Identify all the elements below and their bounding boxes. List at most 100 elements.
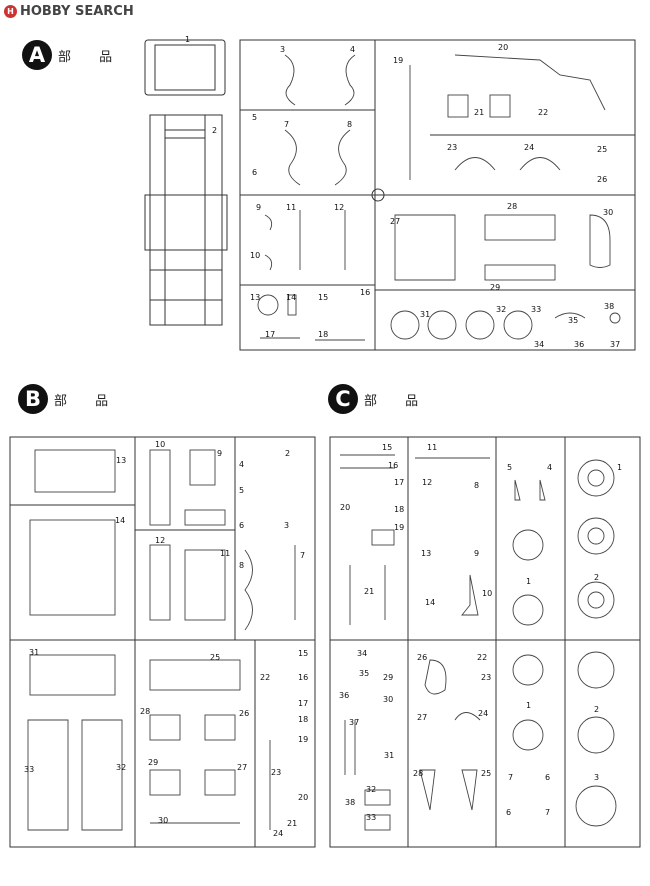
part-number: 20 — [340, 503, 350, 512]
part-number: 12 — [422, 478, 432, 487]
part-number: 24 — [478, 709, 488, 718]
sprue-a: 1 2 3 4 5 6 7 8 9 10 11 12 13 14 15 16 1… — [144, 35, 636, 351]
part-number: 7 — [284, 120, 289, 129]
sprue-b: 13 14 10 9 12 11 2 4 5 6 3 8 7 31 25 28 … — [9, 436, 316, 848]
part-number: 32 — [366, 785, 376, 794]
part-number: 20 — [298, 793, 308, 802]
part-number: 38 — [345, 798, 355, 807]
part-number: 36 — [574, 340, 584, 349]
part-number: 16 — [388, 461, 398, 470]
part-number: 29 — [148, 758, 158, 767]
part-number: 15 — [298, 649, 308, 658]
part-number: 25 — [597, 145, 607, 154]
part-number: 31 — [29, 648, 39, 657]
part-number: 8 — [239, 561, 244, 570]
part-number: 12 — [155, 536, 165, 545]
sprue-c: 15 16 17 18 19 20 21 11 12 8 13 9 14 10 … — [329, 436, 641, 848]
part-number: 17 — [394, 478, 404, 487]
part-number: 24 — [524, 143, 534, 152]
part-number: 5 — [239, 486, 244, 495]
part-number: 28 — [140, 707, 150, 716]
part-number: 8 — [474, 481, 479, 490]
part-number: 23 — [447, 143, 457, 152]
part-number: 30 — [603, 208, 613, 217]
part-number: 18 — [298, 715, 308, 724]
part-number: 10 — [482, 589, 492, 598]
part-number: 17 — [265, 330, 275, 339]
part-number: 9 — [217, 449, 222, 458]
part-number: 7 — [300, 551, 305, 560]
part-number: 1 — [526, 701, 531, 710]
part-number: 36 — [339, 691, 349, 700]
part-number: 29 — [383, 673, 393, 682]
part-number: 27 — [417, 713, 427, 722]
part-number: 32 — [116, 763, 126, 772]
part-number: 24 — [273, 829, 283, 838]
part-number: 30 — [383, 695, 393, 704]
part-number: 33 — [24, 765, 34, 774]
section-b-badge: B — [18, 384, 48, 414]
part-number: 3 — [284, 521, 289, 530]
part-number: 4 — [547, 463, 552, 472]
part-number: 2 — [285, 449, 290, 458]
part-number: 21 — [474, 108, 484, 117]
part-number: 2 — [594, 705, 599, 714]
part-number: 28 — [413, 769, 423, 778]
part-number: 4 — [350, 45, 355, 54]
part-number: 6 — [239, 521, 244, 530]
part-number: 37 — [610, 340, 620, 349]
section-c-badge: C — [328, 384, 358, 414]
part-number: 11 — [286, 203, 296, 212]
part-number: 25 — [481, 769, 491, 778]
part-number: 3 — [280, 45, 285, 54]
part-number: 27 — [237, 763, 247, 772]
part-number: 5 — [252, 113, 257, 122]
a-part-cab-floor — [144, 39, 226, 96]
part-number: 4 — [239, 460, 244, 469]
part-number: 31 — [420, 310, 430, 319]
watermark-text: HOBBY SEARCH — [20, 4, 134, 19]
part-number: 23 — [481, 673, 491, 682]
part-number: 13 — [421, 549, 431, 558]
part-number: 7 — [545, 808, 550, 817]
part-number: 22 — [477, 653, 487, 662]
section-a-header: A 部 品 — [22, 40, 124, 70]
part-number: 8 — [347, 120, 352, 129]
a-part-chassis-frame — [149, 114, 223, 326]
part-number: 6 — [252, 168, 257, 177]
part-number: 18 — [394, 505, 404, 514]
part-number: 19 — [298, 735, 308, 744]
part-number: 34 — [534, 340, 544, 349]
section-a-badge: A — [22, 40, 52, 70]
section-b-label: 部 品 — [54, 393, 121, 409]
watermark-logo: H HOBBY SEARCH — [4, 4, 134, 19]
part-number: 11 — [220, 549, 230, 558]
part-number: 35 — [359, 669, 369, 678]
part-number: 15 — [382, 443, 392, 452]
part-number: 1 — [617, 463, 622, 472]
part-number: 26 — [597, 175, 607, 184]
part-number: 1 — [185, 35, 190, 44]
section-b-header: B 部 品 — [18, 384, 120, 414]
part-number: 27 — [390, 217, 400, 226]
part-number: 15 — [318, 293, 328, 302]
part-number: 16 — [360, 288, 370, 297]
part-number: 20 — [498, 43, 508, 52]
a-part-cab-floor-inner — [154, 44, 216, 91]
part-number: 7 — [508, 773, 513, 782]
part-number: 14 — [425, 598, 435, 607]
part-number: 23 — [271, 768, 281, 777]
part-number: 26 — [239, 709, 249, 718]
part-number: 22 — [260, 673, 270, 682]
part-number: 22 — [538, 108, 548, 117]
part-number: 2 — [594, 573, 599, 582]
part-number: 28 — [507, 202, 517, 211]
part-number: 2 — [212, 126, 217, 135]
part-number: 9 — [474, 549, 479, 558]
part-number: 19 — [393, 56, 403, 65]
part-number: 29 — [490, 283, 500, 292]
part-number: 12 — [334, 203, 344, 212]
part-number: 32 — [496, 305, 506, 314]
part-number: 11 — [427, 443, 437, 452]
part-number: 14 — [115, 516, 125, 525]
